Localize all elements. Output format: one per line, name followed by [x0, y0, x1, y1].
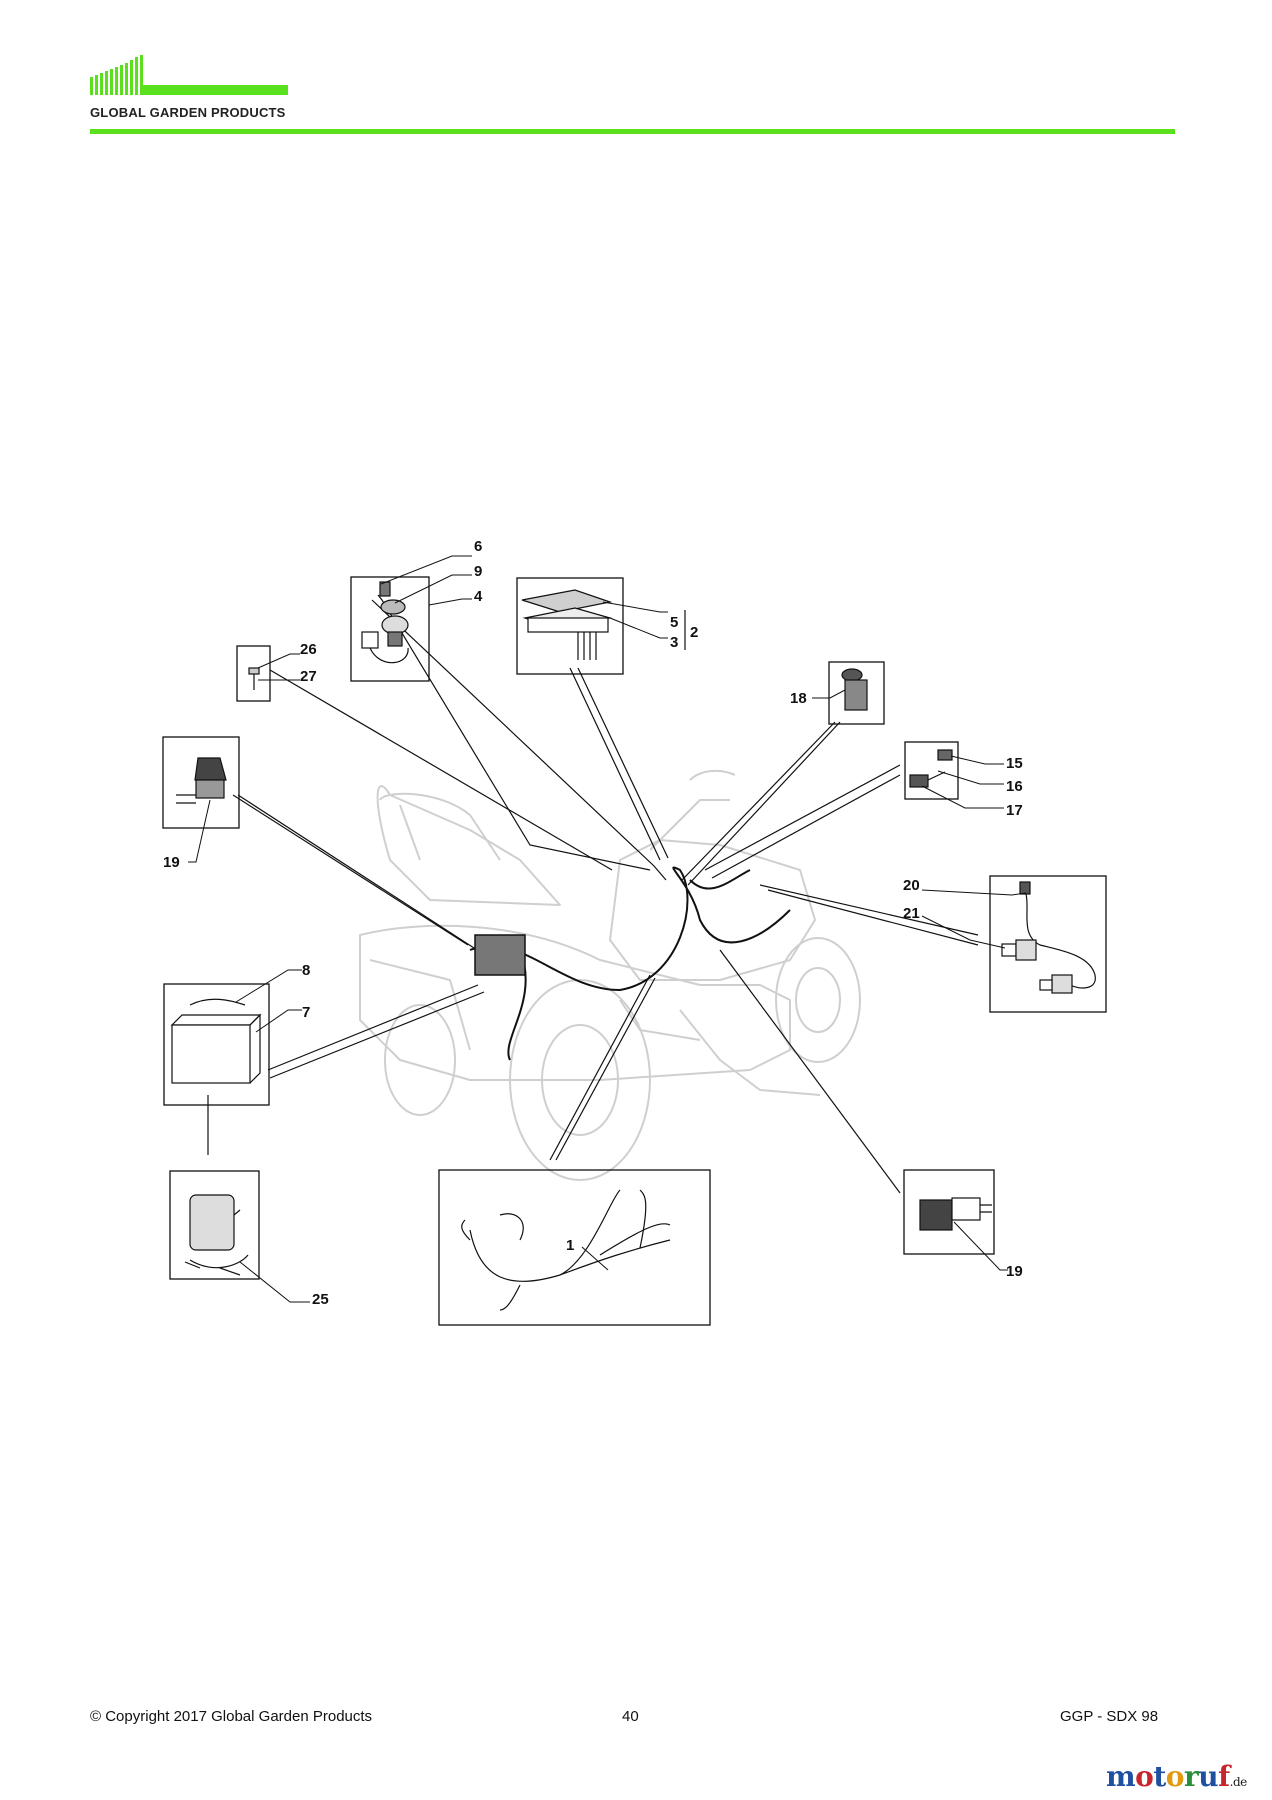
callout-1: 1 [566, 1237, 574, 1254]
header: GLOBAL GARDEN PRODUCTS [90, 55, 1175, 140]
footer-copyright: © Copyright 2017 Global Garden Products [90, 1708, 373, 1725]
watermark-letter: r [1183, 1760, 1199, 1793]
callout-21: 21 [903, 905, 920, 922]
motoruf-logo: motoruf.de [1106, 1760, 1247, 1793]
callout-4: 4 [474, 588, 483, 605]
callout-2: 2 [690, 624, 698, 641]
callout-labels: 6 9 4 5 3 2 26 27 18 15 16 17 19 20 21 8… [163, 538, 1027, 1308]
part-sketches [170, 581, 1096, 1311]
switch-connector-icon [909, 749, 953, 788]
watermark-name: motoruf [1106, 1760, 1230, 1793]
leader-lines [207, 594, 979, 1194]
watermark-letter: m [1106, 1760, 1136, 1793]
ignition-switch-icon [361, 581, 409, 664]
watermark-letter: t [1153, 1760, 1166, 1793]
battery-charger-icon [184, 1194, 249, 1276]
pto-switch-icon [841, 668, 868, 711]
wiring-harness-icon [461, 1189, 671, 1311]
callout-9: 9 [474, 563, 482, 580]
callout-7: 7 [302, 1004, 310, 1021]
tractor-illustration [359, 769, 861, 1181]
footer-page-number: 40 [622, 1708, 639, 1725]
watermark-letter: o [1135, 1760, 1154, 1793]
callout-25: 25 [312, 1291, 329, 1308]
headlight-bulb-icon [1001, 881, 1096, 994]
control-module-icon [521, 589, 613, 660]
watermark-letter: f [1218, 1760, 1230, 1793]
callout-19-right: 19 [1006, 1263, 1023, 1280]
brand-name: GLOBAL GARDEN PRODUCTS [90, 105, 286, 120]
harness-on-tractor [469, 866, 791, 1061]
callout-20: 20 [903, 877, 920, 894]
battery-icon [170, 998, 262, 1084]
callout-26: 26 [300, 641, 317, 658]
callout-5: 5 [670, 614, 678, 631]
screw-icon [248, 667, 260, 690]
callout-15: 15 [1006, 755, 1023, 772]
watermark-letter: o [1165, 1760, 1185, 1793]
watermark-suffix: .de [1229, 1775, 1248, 1789]
callout-16: 16 [1006, 778, 1023, 795]
callout-19-left: 19 [163, 854, 180, 871]
callout-6: 6 [474, 538, 482, 555]
callout-17: 17 [1006, 802, 1023, 819]
callout-3: 3 [670, 634, 678, 651]
callout-27: 27 [300, 668, 317, 685]
footer-model: GGP - SDX 98 [1060, 1708, 1159, 1725]
watermark-letter: u [1198, 1760, 1219, 1793]
rocker-switch-icon [176, 757, 227, 804]
relay-icon [919, 1197, 992, 1231]
callout-8: 8 [302, 962, 310, 979]
callout-boxes [162, 576, 1107, 1326]
header-rule [90, 129, 1175, 134]
callout-18: 18 [790, 690, 807, 707]
ggp-logo-icon [90, 55, 288, 95]
